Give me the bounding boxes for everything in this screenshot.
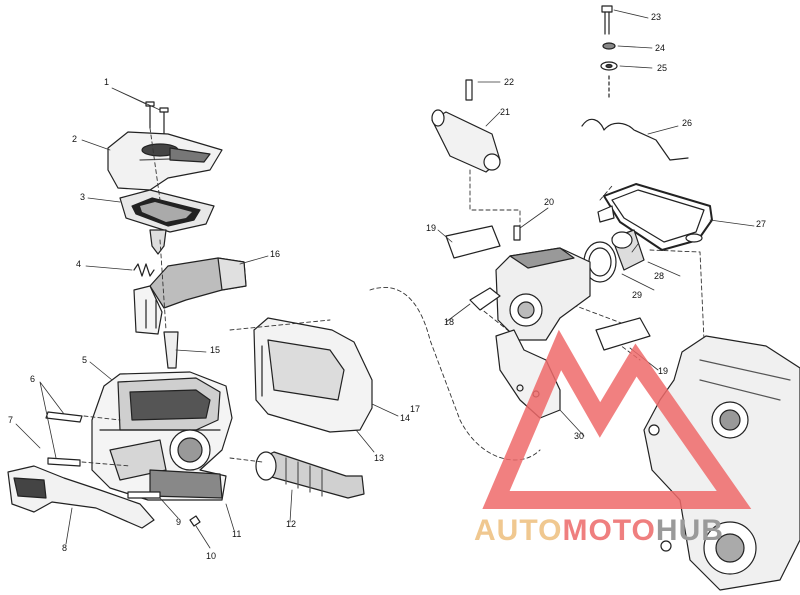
housing-screws (45, 411, 201, 527)
callout-30: 30 (574, 431, 585, 441)
cover (107, 131, 223, 191)
callout-3: 3 (80, 192, 86, 202)
watermark-text: AUTOMOTOHUB (474, 516, 724, 546)
callout-10: 10 (206, 551, 217, 561)
callout-25: 25 (657, 63, 668, 73)
callout-17: 17 (410, 404, 421, 414)
callout-14: 14 (400, 413, 411, 423)
throttle-housing (91, 371, 233, 501)
callout-1: 1 (104, 77, 110, 87)
callout-20: 20 (544, 197, 555, 207)
cover-plate (253, 317, 373, 433)
watermark-logo (482, 329, 752, 509)
watermark-part-hub: HUB (655, 514, 724, 547)
cable-sleeve (255, 451, 365, 499)
callout-11: 11 (232, 529, 242, 539)
callout-22: 22 (504, 77, 515, 87)
callout-26: 26 (682, 118, 693, 128)
callout-24: 24 (655, 43, 666, 53)
throttle-lever-arm (133, 257, 247, 335)
brake-lever (7, 465, 155, 529)
screw-pair (145, 101, 169, 135)
callout-9: 9 (176, 517, 182, 527)
pin (163, 331, 179, 369)
callout-18: 18 (444, 317, 455, 327)
callout-19a: 19 (426, 223, 437, 233)
watermark-part-moto: MOTO (562, 514, 656, 547)
watermark-part-auto: AUTO (474, 514, 563, 547)
callout-7: 7 (8, 415, 14, 425)
callout-23: 23 (651, 12, 662, 22)
plunger (149, 229, 167, 255)
callout-8: 8 (62, 543, 68, 553)
callout-15: 15 (210, 345, 221, 355)
callout-27: 27 (756, 219, 767, 229)
callout-6: 6 (30, 374, 36, 384)
spring (133, 263, 155, 277)
callout-12: 12 (286, 519, 297, 529)
callout-4: 4 (76, 259, 82, 269)
callout-13: 13 (374, 453, 385, 463)
callout-16: 16 (270, 249, 281, 259)
leader-lines (15, 9, 755, 549)
callout-21: 21 (500, 107, 511, 117)
throttle-assembly (7, 101, 373, 529)
callout-2: 2 (72, 134, 78, 144)
gasket (119, 189, 215, 233)
callout-19b: 19 (658, 366, 669, 376)
callout-29: 29 (632, 290, 643, 300)
callout-5: 5 (82, 355, 88, 365)
callout-28: 28 (654, 271, 665, 281)
